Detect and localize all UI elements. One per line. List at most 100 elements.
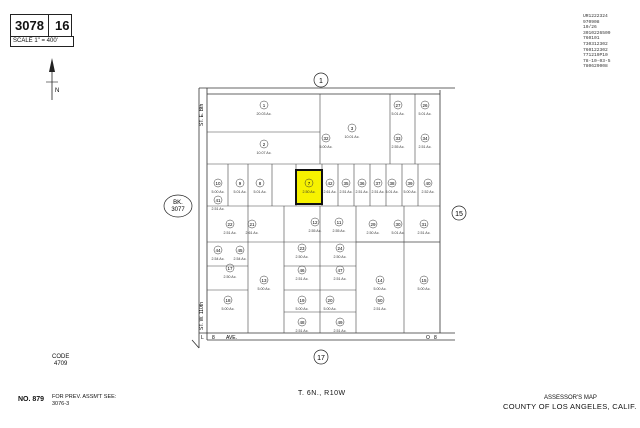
parcel-area: 2.50 Ac. [334, 255, 347, 259]
parcel-number[interactable]: 13 [261, 278, 267, 283]
county-title: COUNTY OF LOS ANGELES, CALIF. [503, 402, 637, 411]
parcel-area: 2.50 Ac. [303, 190, 316, 194]
parcel-number[interactable]: 48 [299, 320, 305, 325]
parcel-number-circle [297, 243, 307, 253]
parcel-area: 2.55 Ac. [392, 145, 405, 149]
stamp-line: 760122302 [583, 47, 608, 53]
parcel-area: 2.51 Ac. [374, 307, 387, 311]
parcel-area: 2.51 Ac. [372, 190, 385, 194]
parcel-number-circle [225, 219, 235, 229]
parcel-area: 2.51 Ac. [212, 207, 225, 211]
street-west-label: ST. W. 110th [199, 302, 205, 330]
parcel-number[interactable]: 9 [239, 181, 242, 186]
parcel-area: 5.01 Ac. [392, 231, 405, 235]
parcel-number[interactable]: 42 [327, 181, 333, 186]
parcel-number-circle [393, 219, 403, 229]
parcel-number[interactable]: 12 [312, 220, 318, 225]
stamp-line: 78-10-03-5 [583, 58, 611, 64]
parcel-area: 2.50 Ac. [367, 231, 380, 235]
parcel-area: 2.51 Ac. [334, 277, 347, 281]
parcel-number[interactable]: 19 [299, 298, 305, 303]
parcel-area: 5.01 Ac. [254, 190, 267, 194]
parcel-number-circle [393, 100, 403, 110]
avenue-label: AVE. [226, 335, 237, 341]
parcel-area: 2.61 Ac. [246, 231, 259, 235]
parcel-number[interactable]: 31 [421, 222, 427, 227]
township-range: T. 6N., R10W [298, 390, 346, 397]
parcel-area: 5.00 Ac. [258, 287, 271, 291]
parcel-area: 2.55 Ac. [333, 229, 346, 233]
parcel-area: 2.51 Ac. [340, 190, 353, 194]
section-markers: 1 15 17 [313, 72, 467, 365]
scale-label: SCALE 1" = 400' [10, 36, 74, 47]
parcel-number[interactable]: 17 [227, 266, 233, 271]
parcel-area: 2.50 Ac. [224, 275, 237, 279]
parcel-number[interactable]: 44 [215, 248, 221, 253]
parcel-number[interactable]: 29 [370, 222, 376, 227]
parcel-number-circle [357, 178, 367, 188]
parcel-number[interactable]: 38 [389, 181, 395, 186]
prev-assessment: FOR PREV. ASSM'T SEE: 3076-3 [52, 394, 116, 408]
parcel-area: 2.54 Ac. [212, 257, 225, 261]
parcel-number-circle [325, 178, 335, 188]
parcel-number[interactable]: 11 [337, 220, 342, 225]
parcel-number[interactable]: 40 [425, 181, 431, 186]
avenue-number: 8 [212, 335, 215, 341]
parcel-number[interactable]: 3 [351, 126, 354, 131]
parcel-number[interactable]: 8 [259, 181, 262, 186]
book-ref-oval [163, 194, 193, 218]
parcel-number[interactable]: 24 [337, 246, 343, 251]
parcel-number-circle [235, 178, 245, 188]
parcel-area: 2.51 Ac. [224, 231, 237, 235]
parcel-area: 5.00 Ac. [418, 287, 431, 291]
parcel-area: 2.52 Ac. [422, 190, 435, 194]
parcel-number[interactable]: 49 [337, 320, 343, 325]
parcel-area: 5.00 Ac. [212, 190, 225, 194]
parcel-number[interactable]: 39 [407, 181, 413, 186]
parcel-number-circle [347, 123, 357, 133]
parcel-number[interactable]: 1 [263, 103, 266, 108]
parcel-number[interactable]: 32 [323, 136, 329, 141]
book-ref-number: 3077 [171, 207, 185, 213]
code-value: 4709 [53, 361, 68, 367]
avenue-number-east: 8 [434, 335, 437, 341]
parcel-area: 5.00 Ac. [404, 190, 417, 194]
parcel-number[interactable]: 10 [215, 181, 221, 186]
parcel-number[interactable]: 27 [395, 103, 401, 108]
parcel-number[interactable]: 14 [377, 278, 383, 283]
book-number: 3078 [15, 18, 44, 33]
parcel-number[interactable]: 45 [237, 248, 243, 253]
parcel-number[interactable]: 50 [377, 298, 383, 303]
parcel-number[interactable]: 22 [227, 222, 233, 227]
parcel-number[interactable]: 47 [337, 268, 343, 273]
stamp-line: UR1222324 [583, 14, 608, 19]
parcel-number[interactable]: 41 [215, 198, 221, 203]
section-east: 15 [455, 211, 463, 218]
parcel-number-circle [235, 245, 245, 255]
parcel-number-circle [375, 295, 385, 305]
parcel-number[interactable]: 34 [422, 136, 428, 141]
parcel-number[interactable]: 7 [308, 181, 311, 186]
parcel-number-circle [387, 178, 397, 188]
avenue-letter-l: L [201, 335, 204, 341]
parcel-number[interactable]: 33 [395, 136, 401, 141]
parcel-number[interactable]: 36 [359, 181, 365, 186]
parcel-number[interactable]: 23 [299, 246, 305, 251]
parcel-number[interactable]: 15 [421, 278, 427, 283]
parcel-number[interactable]: 18 [225, 298, 231, 303]
parcel-number[interactable]: 2 [263, 142, 266, 147]
parcel-number-circle [335, 243, 345, 253]
parcel-number[interactable]: 26 [422, 103, 428, 108]
parcel-number[interactable]: 35 [343, 181, 349, 186]
parcel-number[interactable]: 46 [299, 268, 305, 273]
parcel-area: 5.00 Ac. [320, 145, 333, 149]
map-number: NO. 879 [18, 396, 45, 403]
parcel-number[interactable]: 21 [249, 222, 255, 227]
parcel-number[interactable]: 30 [395, 222, 401, 227]
parcel-labels: 120.03 Ac.210.07 Ac.310.01 Ac.72.50 Ac.8… [212, 100, 435, 333]
book-ref-label: BK. [173, 200, 183, 206]
parcel-number[interactable]: 37 [375, 181, 381, 186]
section-north: 1 [319, 78, 323, 85]
parcel-number[interactable]: 20 [327, 298, 333, 303]
parcel-area: 5.00 Ac. [296, 307, 309, 311]
